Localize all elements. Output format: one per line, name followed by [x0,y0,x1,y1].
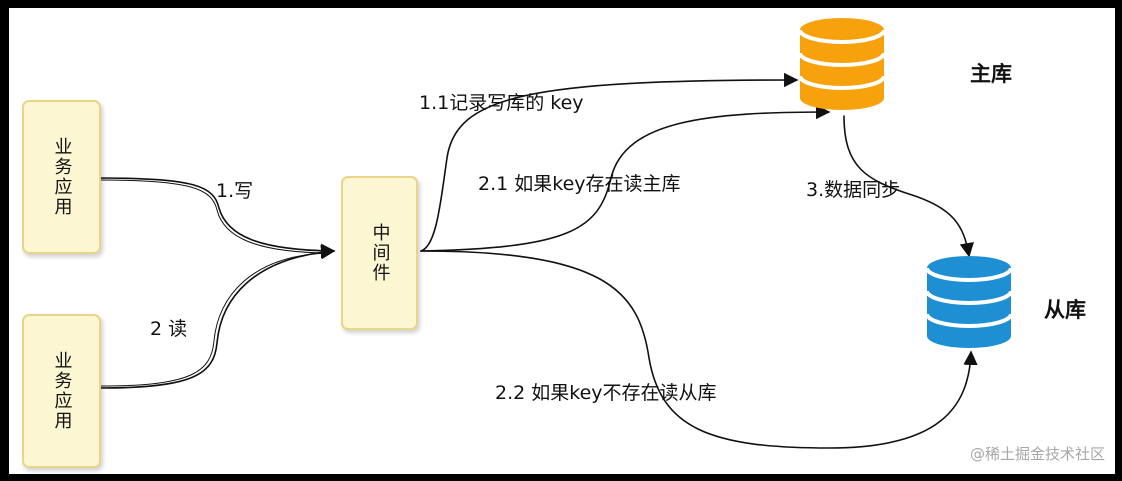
edge-sync [843,115,974,258]
watermark: @稀土掘金技术社区 [969,445,1105,463]
edge-write-sketch [100,179,328,254]
edge-label-read: 2 读 [150,318,188,340]
connector-lines [100,72,978,449]
edge-read [100,244,336,389]
edge-record-key [420,72,799,252]
business-app-write[interactable]: 业务应用 [22,100,101,254]
slave-db-label: 从库 [1044,298,1086,322]
edge-label-write: 1.写 [216,180,254,202]
edge-write [100,177,336,259]
business-app-read[interactable]: 业务应用 [22,314,101,468]
master-db-icon[interactable] [797,16,887,112]
business-app-write-label: 业务应用 [51,137,73,217]
edge-key-not-exists [420,250,978,449]
business-app-read-label: 业务应用 [51,351,73,431]
edge-label-record-key: 1.1记录写库的 key [419,92,584,114]
edge-label-key-not-exists: 2.2 如果key不存在读从库 [495,382,717,404]
middleware-label: 中间件 [369,223,391,283]
diagram-canvas: 业务应用 业务应用 中间件 主库 从库 1.写 2 读 1.1记录写库的 key… [9,8,1115,474]
edge-read-sketch [100,252,328,387]
middleware[interactable]: 中间件 [341,176,418,330]
edge-label-sync: 3.数据同步 [806,179,901,201]
edge-label-key-exists: 2.1 如果key存在读主库 [478,173,681,195]
master-db-label: 主库 [970,62,1012,86]
edge-key-exists [420,104,831,252]
slave-db-icon[interactable] [924,254,1014,350]
